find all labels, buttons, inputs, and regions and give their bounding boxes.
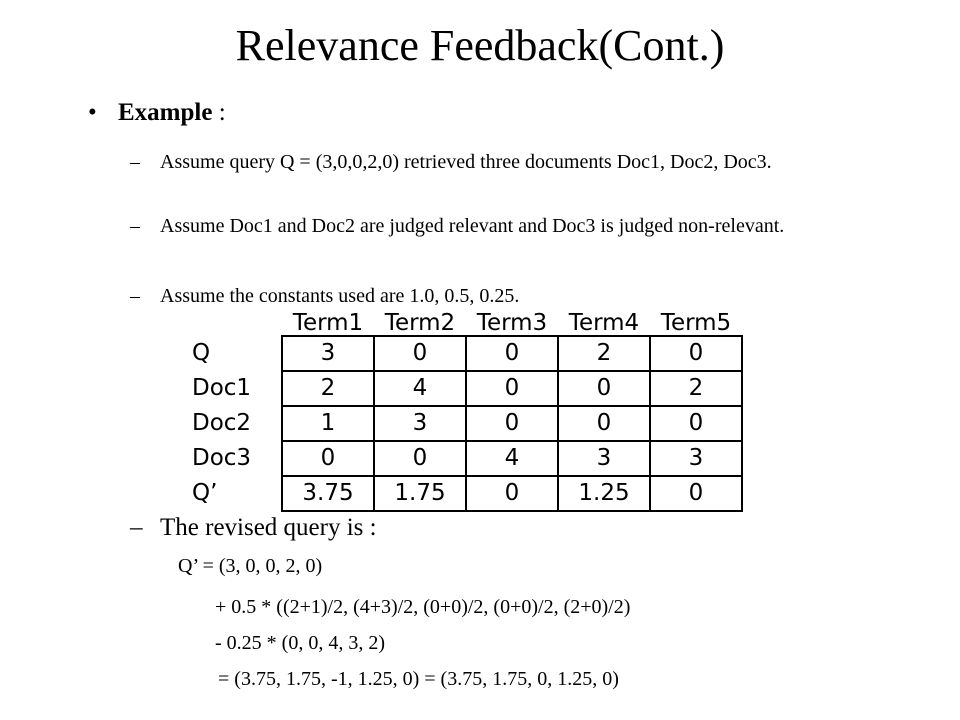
header-corner: [190, 311, 282, 336]
column-header: Term2: [384, 310, 456, 336]
column-header: Term5: [660, 310, 732, 336]
example-label: Example: [118, 99, 213, 126]
table-cell: 0: [649, 475, 743, 512]
calc-line: + 0.5 * ((2+1)/2, (4+3)/2, (0+0)/2, (0+0…: [215, 596, 631, 618]
table-cell: 2: [649, 370, 743, 407]
sub-item-text: Assume the constants used are 1.0, 0.5, …: [160, 285, 520, 307]
slide-title: Relevance Feedback(Cont.): [235, 21, 725, 70]
table-row: Doc1 2 4 0 0 2: [190, 370, 743, 407]
row-label: Doc3: [192, 445, 252, 471]
column-header: Term3: [476, 310, 548, 336]
table-cell: 1: [281, 405, 375, 442]
term-weight-table: Term1 Term2 Term3 Term4 Term5 Q 3 0 0 2 …: [190, 311, 743, 512]
table-cell: 1.25: [557, 475, 651, 512]
calc-line: Q’ = (3, 0, 0, 2, 0): [178, 555, 323, 577]
row-label: Q: [192, 340, 211, 366]
column-header: Term4: [568, 310, 640, 336]
dash-icon: –: [130, 215, 140, 237]
table-row: Q’ 3.75 1.75 0 1.25 0: [190, 475, 743, 512]
dash-icon: –: [130, 151, 140, 173]
table-cell: 0: [649, 335, 743, 372]
table-cell: 0: [557, 370, 651, 407]
table-cell: 0: [465, 475, 559, 512]
table-cell: 1.75: [373, 475, 467, 512]
table-row: Doc3 0 0 4 3 3: [190, 440, 743, 477]
table-cell: 0: [649, 405, 743, 442]
table-cell: 3: [373, 405, 467, 442]
row-label: Doc1: [192, 375, 252, 401]
table-cell: 3: [557, 440, 651, 477]
table-cell: 3.75: [281, 475, 375, 512]
table-cell: 4: [465, 440, 559, 477]
sub-item-text: Assume Doc1 and Doc2 are judged relevant…: [160, 215, 785, 237]
column-header: Term1: [292, 310, 364, 336]
table-cell: 3: [281, 335, 375, 372]
sub-item-text: Assume query Q = (3,0,0,2,0) retrieved t…: [160, 151, 772, 173]
row-label: Q’: [192, 480, 218, 506]
dash-icon: –: [130, 514, 143, 541]
bullet-dot-icon: •: [88, 99, 97, 126]
table-row: Doc2 1 3 0 0 0: [190, 405, 743, 442]
row-label: Doc2: [192, 410, 252, 436]
sub-item-text: The revised query is :: [160, 514, 377, 541]
calc-line: - 0.25 * (0, 0, 4, 3, 2): [215, 632, 385, 654]
table-header-row: Term1 Term2 Term3 Term4 Term5: [190, 311, 742, 336]
dash-icon: –: [130, 285, 140, 307]
table-cell: 0: [465, 405, 559, 442]
table-cell: 0: [557, 405, 651, 442]
table-cell: 0: [373, 335, 467, 372]
table-cell: 2: [281, 370, 375, 407]
example-suffix: :: [212, 99, 226, 126]
calc-line: = (3.75, 1.75, -1, 1.25, 0) = (3.75, 1.7…: [218, 668, 619, 690]
table-cell: 4: [373, 370, 467, 407]
table-cell: 3: [649, 440, 743, 477]
table-cell: 0: [373, 440, 467, 477]
table-cell: 0: [465, 335, 559, 372]
table-cell: 2: [557, 335, 651, 372]
example-heading: Example :: [118, 97, 226, 129]
table-row: Q 3 0 0 2 0: [190, 335, 743, 372]
table-cell: 0: [465, 370, 559, 407]
table-cell: 0: [281, 440, 375, 477]
